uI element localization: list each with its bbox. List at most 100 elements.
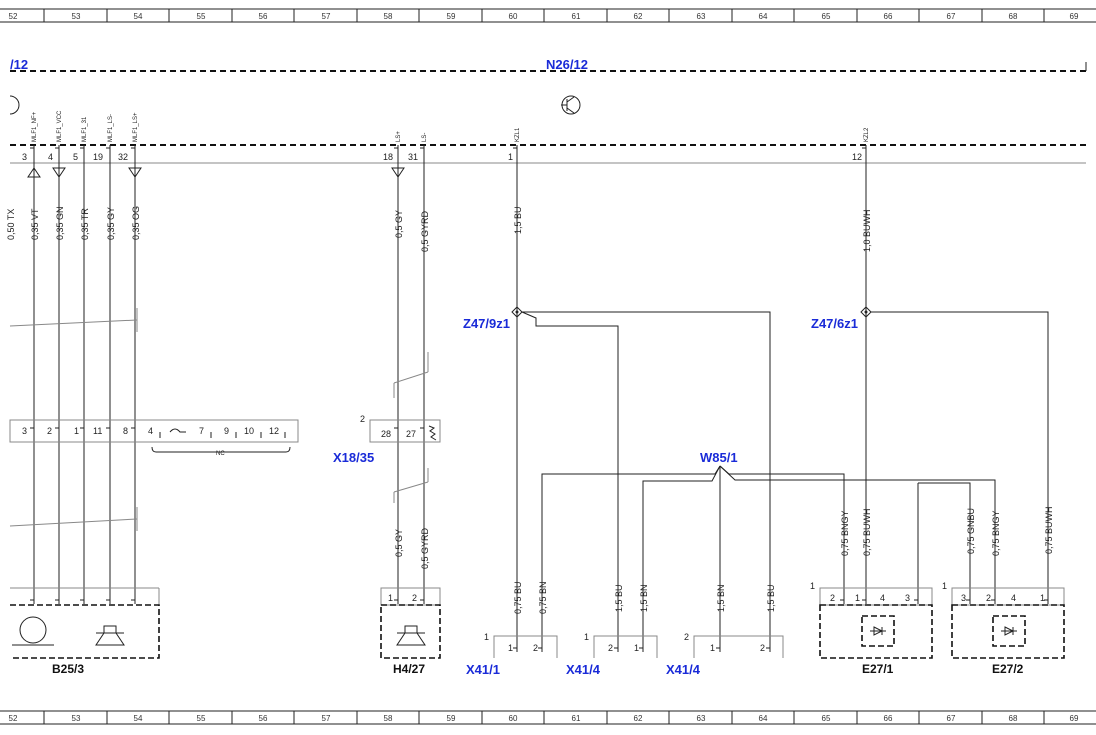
wire-label: 1,5 BN bbox=[639, 584, 649, 612]
ruler-number: 61 bbox=[572, 12, 581, 21]
connector-number: 2 bbox=[360, 414, 365, 424]
ruler-number: 57 bbox=[322, 714, 331, 723]
wire-label: 1,0 BUWH bbox=[862, 209, 872, 252]
connector-pin: 1 bbox=[74, 426, 79, 436]
ruler-number: 66 bbox=[884, 12, 893, 21]
signal-name: MLF1_NF+ bbox=[32, 111, 38, 142]
wire-label: 0,5 GY bbox=[394, 529, 404, 557]
bottom-ruler: 52 53 54 55 56 57 58 59 60 61 62 63 64 6… bbox=[0, 710, 1096, 725]
wire-label: 0,35 OG bbox=[131, 206, 141, 240]
module-ref: N26/12 bbox=[546, 57, 588, 72]
connector-number: 2 bbox=[684, 632, 689, 642]
connector-pin: 1 bbox=[710, 643, 715, 653]
ruler-number: 52 bbox=[9, 12, 18, 21]
ruler-number: 67 bbox=[947, 12, 956, 21]
wire-label: 1,5 BN bbox=[716, 584, 726, 612]
connector-x41-1: 1 1 2 X41/1 bbox=[466, 632, 558, 677]
pin-number: 32 bbox=[118, 152, 128, 162]
splices: Z47/9z1 Z47/6z1 bbox=[463, 306, 872, 331]
wire-label-clipped: 0,50 TX bbox=[6, 209, 16, 240]
component-ref: B25/3 bbox=[52, 662, 84, 676]
ruler-number: 52 bbox=[9, 714, 18, 723]
ruler-number: 60 bbox=[509, 714, 518, 723]
component-pin: 4 bbox=[880, 593, 885, 603]
component-ref: E27/1 bbox=[862, 662, 894, 676]
ground-ref: W85/1 bbox=[700, 450, 738, 465]
arrow-up-icon bbox=[27, 167, 41, 178]
wires bbox=[9, 145, 1049, 648]
pin-number: 5 bbox=[73, 152, 78, 162]
module-left-ref: /12 bbox=[10, 57, 28, 72]
ruler-number: 62 bbox=[634, 12, 643, 21]
signal-names: MLF1_NF+ MLF1_VCC MLF1_31 MLF1_LS- MLF1_… bbox=[32, 110, 870, 142]
ruler-number: 55 bbox=[197, 714, 206, 723]
pin-number: 19 bbox=[93, 152, 103, 162]
splice-icon bbox=[860, 306, 872, 318]
top-pin-numbers: 3 4 5 19 32 18 31 1 12 bbox=[22, 152, 862, 162]
ruler-number: 64 bbox=[759, 12, 768, 21]
connector-pin: 2 bbox=[760, 643, 765, 653]
ruler-number: 69 bbox=[1070, 12, 1079, 21]
splice-icon bbox=[511, 306, 523, 318]
component-number: 1 bbox=[810, 581, 815, 591]
ruler-number: 63 bbox=[697, 714, 706, 723]
ruler-number: 53 bbox=[72, 714, 81, 723]
connector-pin: 4 bbox=[148, 426, 153, 436]
partial-symbol-icon bbox=[9, 95, 20, 115]
connector-x41-4-b: 2 1 2 X41/4 bbox=[666, 632, 784, 677]
wire-label: 0,75 BU bbox=[513, 581, 523, 614]
component-pin: 3 bbox=[905, 593, 910, 603]
wire-label: 0,35 GN bbox=[55, 206, 65, 240]
component-pin: 4 bbox=[1011, 593, 1016, 603]
wire-label: 0,75 BUWH bbox=[1044, 506, 1054, 554]
pin-number: 1 bbox=[508, 152, 513, 162]
ruler-number: 65 bbox=[822, 714, 831, 723]
connector-ref: X41/4 bbox=[566, 662, 601, 677]
ruler-number: 59 bbox=[447, 12, 456, 21]
led-icon bbox=[870, 626, 886, 636]
signal-name: LS+ bbox=[396, 131, 402, 142]
ruler-number: 64 bbox=[759, 714, 768, 723]
connector-pin: 3 bbox=[22, 426, 27, 436]
wire-label: 1,5 BU bbox=[513, 206, 523, 234]
signal-name: MLF1_VCC bbox=[57, 110, 63, 142]
ruler-number: 55 bbox=[197, 12, 206, 21]
ruler-number: 59 bbox=[447, 714, 456, 723]
module-n26-12: /12 N26/12 bbox=[9, 57, 1087, 164]
coil-icon bbox=[19, 616, 47, 644]
switch-icon bbox=[169, 428, 186, 433]
connector-pin: 12 bbox=[269, 426, 279, 436]
pin-number: 3 bbox=[22, 152, 27, 162]
component-e27-2: 1 3 2 4 1 E27/2 bbox=[942, 581, 1065, 676]
splice-ref: Z47/9z1 bbox=[463, 316, 510, 331]
wire-label: 0,5 GYRD bbox=[420, 210, 430, 252]
connector-ref: X18/35 bbox=[333, 450, 374, 465]
ruler-number: 58 bbox=[384, 714, 393, 723]
resistor-icon bbox=[428, 425, 437, 441]
ruler-number: 53 bbox=[72, 12, 81, 21]
wire-label: 0,75 BN bbox=[538, 581, 548, 614]
pin-number: 4 bbox=[48, 152, 53, 162]
connector-pin: 7 bbox=[199, 426, 204, 436]
not-connected-label: NC bbox=[216, 451, 225, 457]
wire-label: 1,5 BU bbox=[766, 584, 776, 612]
splice-ref: Z47/6z1 bbox=[811, 316, 858, 331]
component-pin: 2 bbox=[830, 593, 835, 603]
component-pin: 2 bbox=[986, 593, 991, 603]
arrow-down-icon bbox=[391, 167, 405, 178]
top-ruler: 52 53 54 55 56 57 58 59 60 61 62 63 64 6… bbox=[0, 8, 1096, 23]
ruler-number: 68 bbox=[1009, 12, 1018, 21]
connector-pin: 28 bbox=[381, 429, 391, 439]
signal-name: KZL2 bbox=[864, 127, 870, 142]
signal-name: KZL1 bbox=[515, 127, 521, 142]
component-ref: E27/2 bbox=[992, 662, 1024, 676]
wire-label: 1,5 BU bbox=[614, 584, 624, 612]
pin-contacts-top bbox=[27, 147, 867, 178]
component-ref: H4/27 bbox=[393, 662, 425, 676]
speaker-icon bbox=[95, 625, 125, 646]
wire-label: 0,35 GY bbox=[106, 207, 116, 240]
signal-name: MLF1_31 bbox=[82, 116, 88, 142]
ruler-number: 69 bbox=[1070, 714, 1079, 723]
connector-mid: 3 2 1 11 8 4 7 9 10 12 NC bbox=[9, 419, 299, 457]
component-h4-27: 1 2 H4/27 bbox=[380, 587, 441, 676]
